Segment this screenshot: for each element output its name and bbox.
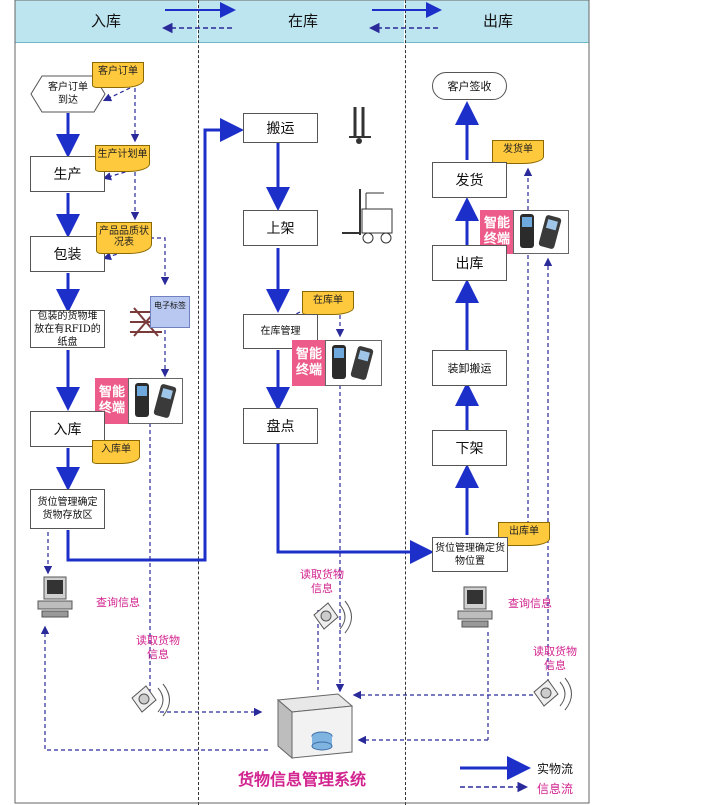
inbound-read-info-label: 读取货物信息 (136, 634, 180, 661)
doc-product-quality: 产品品质状况表 (96, 222, 152, 254)
storage-physical-flow (266, 143, 434, 564)
lane-title-storage: 在库 (288, 12, 319, 30)
outbound-read-info-label: 读取货物信息 (533, 645, 577, 672)
frame-border (14, 0, 590, 804)
inbound-info-flow (40, 87, 268, 751)
stock-count-box: 盘点 (243, 408, 318, 444)
lane-title-inbound: 入库 (91, 12, 122, 30)
outbound-computer-icon (457, 586, 493, 628)
system-title: 货物信息管理系统 (238, 770, 367, 789)
produce-box: 生产 (30, 156, 105, 192)
doc-inventory: 在库单 (302, 291, 354, 315)
electronic-tag: 电子标签 (150, 296, 190, 328)
lane-title-outbound: 出库 (483, 12, 514, 30)
load-unload-box: 装卸搬运 (432, 350, 507, 386)
inbound-locate-box: 货位管理确定货物存放区 (30, 489, 105, 529)
pack-box: 包装 (30, 236, 105, 272)
inbound-terminal-image (128, 378, 183, 424)
pallet-box: 包装的货物堆放在有RFID的纸盘 (30, 310, 105, 348)
ship-box: 发货 (432, 162, 507, 198)
doc-production-plan: 生产计划单 (95, 145, 150, 172)
doc-stock-in: 入库单 (92, 440, 140, 464)
outbound-rfid-reader-icon (533, 677, 572, 711)
unshelve-box: 下架 (432, 430, 507, 466)
lane-header-inbound (15, 0, 197, 43)
inbound-physical-flow (56, 113, 244, 562)
outbound-terminal-image (513, 210, 569, 254)
transport-box: 搬运 (243, 113, 318, 143)
customer-sign-node: 客户签收 (432, 72, 507, 100)
storage-info-flow (277, 308, 345, 693)
hand-truck-icon (349, 107, 371, 144)
lane-divider-2 (405, 0, 406, 805)
outbound-locate-box: 货位管理确定货物位置 (432, 537, 508, 572)
doc-customer-order: 客户订单 (92, 62, 144, 88)
inbound-query-label: 查询信息 (96, 596, 140, 609)
outbound-query-label: 查询信息 (508, 597, 552, 610)
server-icon (276, 693, 354, 760)
legend-physical-label: 实物流 (537, 762, 574, 776)
storage-rfid-reader-icon (313, 600, 352, 634)
outbound-info-flow (352, 159, 553, 745)
handheld-scanner-icon (332, 345, 374, 380)
legend-info-label: 信息流 (537, 782, 574, 796)
storage-terminal-image (325, 340, 382, 386)
handheld-scanner-icon (135, 383, 177, 418)
inbound-rfid-reader-icon (131, 683, 170, 717)
forklift-icon (342, 189, 393, 244)
storage-terminal-label: 智能终端 (292, 340, 326, 386)
order-arrive-node: 客户订单到达 (48, 82, 88, 106)
doc-ship: 发货单 (492, 140, 544, 164)
shelve-box: 上架 (243, 210, 318, 246)
inbound-computer-icon (37, 576, 73, 618)
lane-divider-1 (198, 0, 199, 805)
storage-read-info-label: 读取货物信息 (300, 568, 344, 595)
exit-box: 出库 (432, 245, 507, 281)
handheld-scanner-icon (520, 214, 562, 249)
inbound-terminal-label: 智能终端 (95, 378, 129, 424)
